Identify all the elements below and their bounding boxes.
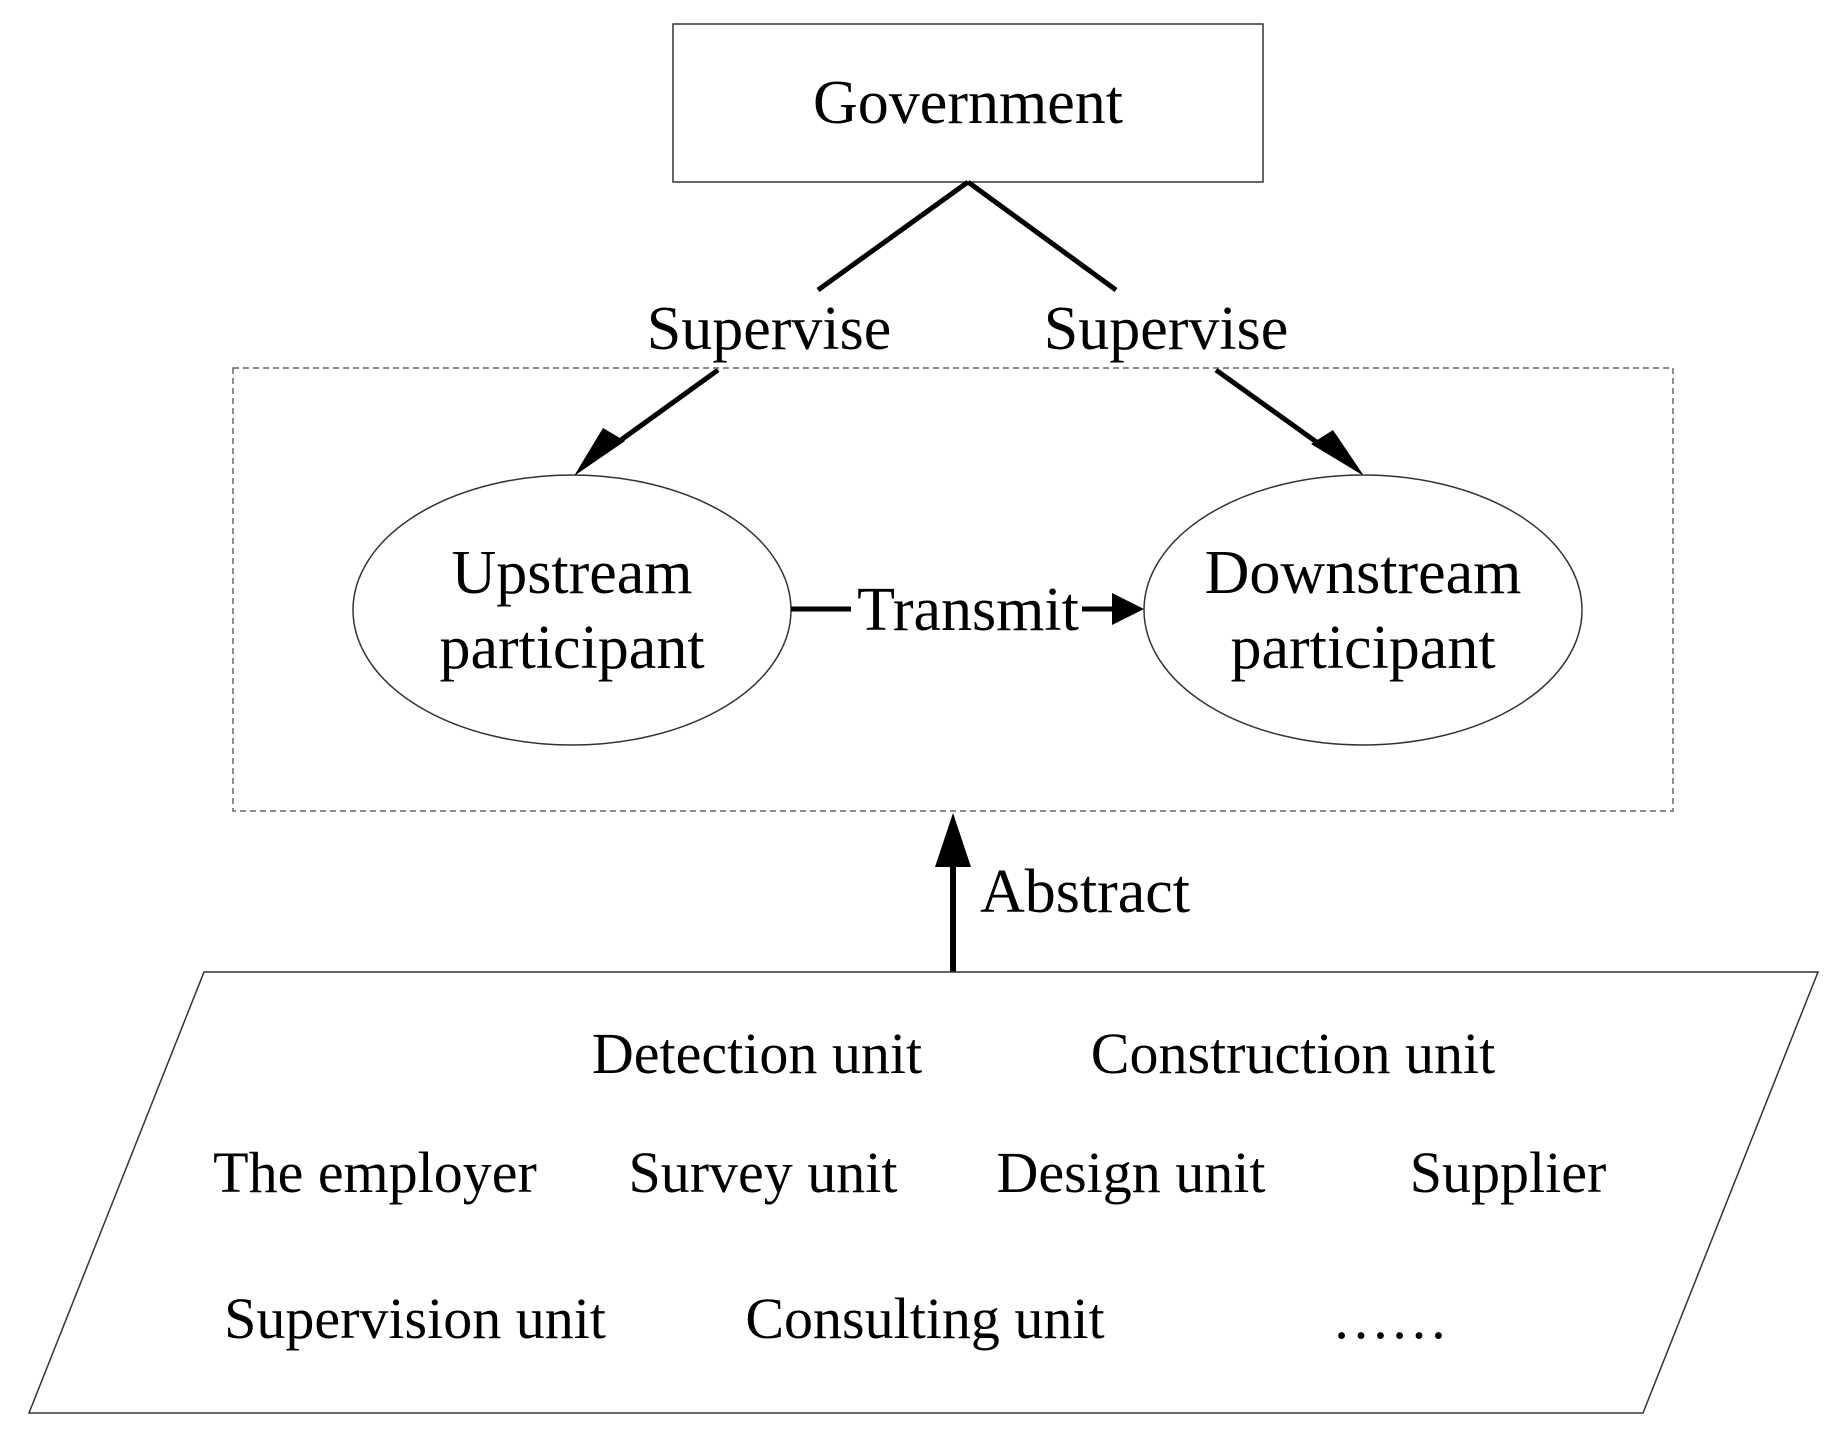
unit-supplier: Supplier	[1410, 1140, 1607, 1205]
government-box	[672, 23, 1264, 183]
supervise-left-arrowhead	[574, 428, 625, 476]
upstream-participant-node: Upstream participant	[352, 474, 792, 746]
upstream-label-line1: Upstream	[451, 539, 692, 607]
unit-detection: Detection unit	[592, 1021, 922, 1086]
unit-consulting: Consulting unit	[745, 1286, 1104, 1351]
unit-employer: The employer	[213, 1140, 537, 1205]
unit-survey: Survey unit	[628, 1140, 897, 1205]
supervise-right-arrowhead	[1311, 430, 1364, 476]
unit-construction: Construction unit	[1091, 1021, 1495, 1086]
supervise-left-edge-lower	[612, 367, 720, 448]
downstream-participant-node: Downstream participant	[1143, 474, 1583, 746]
unit-ellipsis: ……	[1332, 1286, 1448, 1351]
unit-design: Design unit	[996, 1140, 1265, 1205]
government-label: Government	[813, 69, 1123, 137]
supervise-right-label: Supervise	[1044, 295, 1289, 363]
unit-supervision: Supervision unit	[224, 1286, 606, 1351]
downstream-ellipse	[1143, 474, 1583, 746]
abstraction-container	[232, 367, 1674, 812]
transmit-arrowhead	[1112, 593, 1144, 625]
supervise-left-label: Supervise	[647, 295, 892, 363]
supervise-right-edge-lower	[1214, 367, 1324, 449]
transmit-label: Transmit	[857, 576, 1079, 644]
supervise-left-edge-upper	[816, 179, 970, 293]
upstream-ellipse	[352, 474, 792, 746]
supervise-right-edge-upper	[966, 179, 1118, 293]
abstract-label: Abstract	[980, 858, 1190, 926]
downstream-label-line2: participant	[1230, 614, 1495, 682]
upstream-label-line2: participant	[439, 614, 704, 682]
abstract-arrowhead	[935, 813, 971, 867]
government-node: Government	[672, 23, 1264, 183]
units-parallelogram	[27, 971, 1820, 1414]
downstream-label-line1: Downstream	[1205, 539, 1522, 607]
